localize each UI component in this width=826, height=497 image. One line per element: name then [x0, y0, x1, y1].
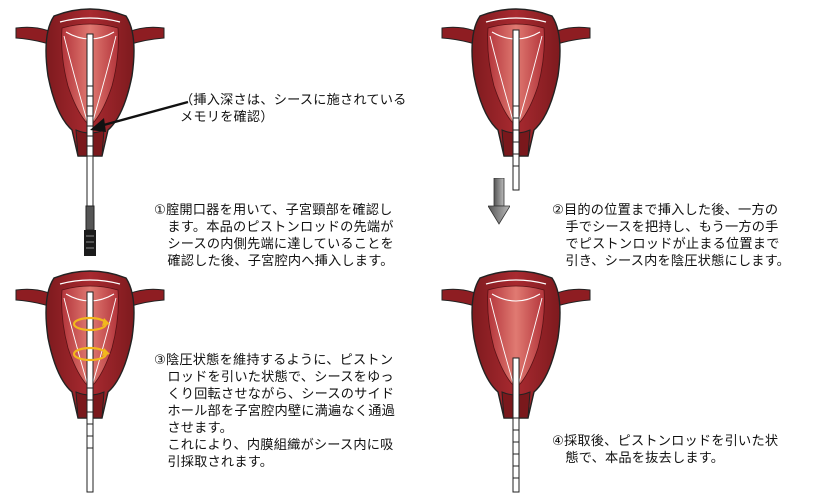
insertion-depth-note: （挿入深さは、シースに施されている メモリを確認） — [180, 92, 407, 126]
step-3-text: ③陰圧状態を維持するように、ピストン ロッドを引いた状態で、シースをゆっ くり回… — [154, 352, 395, 471]
uterus-illustration-step2 — [440, 6, 600, 196]
uterus-illustration-step1 — [14, 6, 174, 276]
pull-down-arrow-icon — [488, 178, 510, 226]
step-2-text: ②目的の位置まで挿入した後、一方の 手でシースを把持し、もう一方の手 でピストン… — [552, 202, 790, 270]
step-4-text: ④採取後、ピストンロッドを引いた状 態で、本品を抜去します。 — [552, 433, 778, 467]
note-pointer-arrow — [80, 100, 190, 140]
step-1-text: ①腟開口器を用いて、子宮頸部を確認し ます。本品のピストンロッドの先端が シース… — [154, 202, 394, 270]
uterus-illustration-step3 — [14, 268, 174, 493]
